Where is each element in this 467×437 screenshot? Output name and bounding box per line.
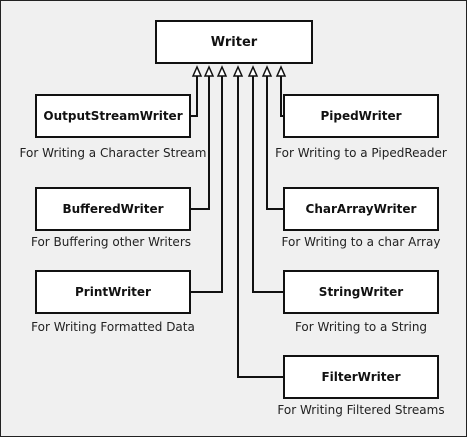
- char-array-writer-arrowhead: [261, 65, 273, 77]
- output-stream-writer-arrowhead: [191, 65, 203, 77]
- char-array-writer-connector: [266, 76, 283, 210]
- print-writer-node: PrintWriter: [35, 270, 191, 314]
- output-stream-writer-connector: [191, 76, 198, 117]
- buffered-writer-caption: For Buffering other Writers: [30, 235, 192, 249]
- char-array-writer-caption: For Writing to a char Array: [281, 235, 441, 249]
- filter-writer-connector: [237, 76, 283, 378]
- piped-writer-arrowhead: [275, 65, 287, 77]
- string-writer-connector: [252, 76, 283, 293]
- print-writer-caption: For Writing Formatted Data: [31, 320, 195, 334]
- buffered-writer-connector: [191, 76, 210, 210]
- print-writer-connector: [191, 76, 223, 293]
- output-stream-writer-caption: For Writing a Character Stream: [19, 146, 207, 160]
- output-stream-writer-node: OutputStreamWriter: [35, 94, 191, 138]
- filter-writer-arrowhead: [232, 65, 244, 77]
- string-writer-node: StringWriter: [283, 270, 439, 314]
- piped-writer-connector: [280, 76, 283, 117]
- filter-writer-node: FilterWriter: [283, 355, 439, 399]
- buffered-writer-node: BufferedWriter: [35, 187, 191, 231]
- print-writer-arrowhead: [216, 65, 228, 77]
- char-array-writer-node: CharArrayWriter: [283, 187, 439, 231]
- filter-writer-caption: For Writing Filtered Streams: [277, 403, 445, 417]
- string-writer-arrowhead: [247, 65, 259, 77]
- piped-writer-node: PipedWriter: [283, 94, 439, 138]
- buffered-writer-arrowhead: [203, 65, 215, 77]
- writer-node: Writer: [155, 20, 313, 64]
- piped-writer-caption: For Writing to a PipedReader: [275, 146, 447, 160]
- string-writer-caption: For Writing to a String: [294, 320, 428, 334]
